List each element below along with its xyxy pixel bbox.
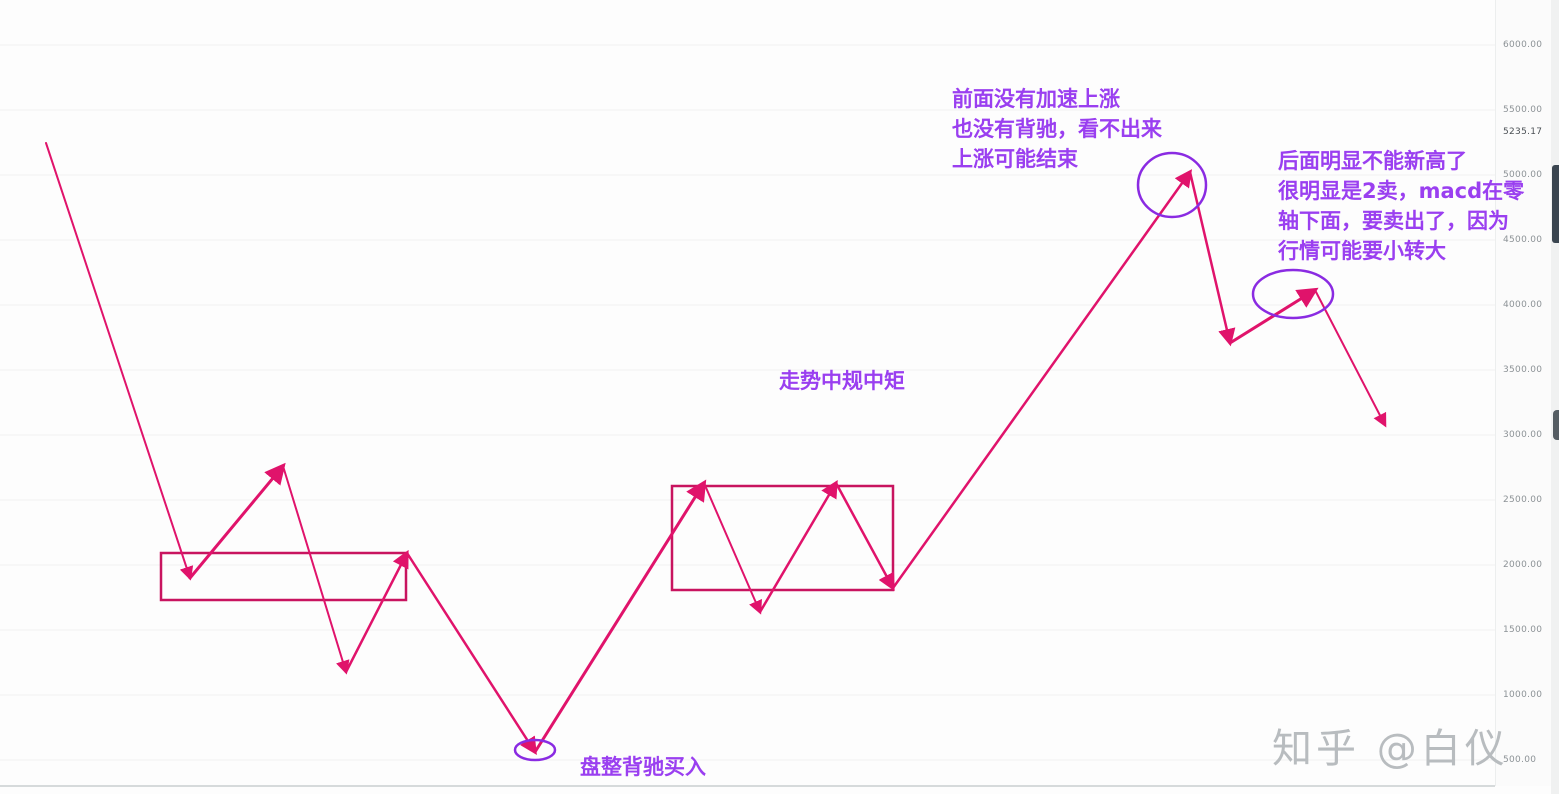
annotation-second-sell: 后面明显不能新高了 很明显是2卖，macd在零 轴下面，要卖出了，因为 行情可能… bbox=[1278, 146, 1524, 266]
side-handle[interactable] bbox=[1553, 410, 1559, 440]
scrollbar-thumb[interactable] bbox=[1552, 165, 1559, 243]
y-tick-label: 500.00 bbox=[1503, 755, 1537, 765]
peak-ellipse bbox=[1136, 151, 1208, 219]
annotation-middle: 走势中规中矩 bbox=[779, 369, 905, 393]
pivot-box-1 bbox=[159, 551, 408, 602]
y-tick-label: 4500.00 bbox=[1503, 235, 1543, 245]
chart-baseline bbox=[0, 785, 1495, 787]
trend-lines bbox=[45, 142, 1387, 755]
annotation-second-sell-line: 后面明显不能新高了 bbox=[1278, 149, 1467, 173]
pivot-box-2 bbox=[670, 484, 895, 592]
annotation-peak-line: 前面没有加速上涨 bbox=[952, 87, 1120, 111]
annotation-peak: 前面没有加速上涨 也没有背驰，看不出来 上涨可能结束 bbox=[952, 84, 1162, 174]
y-tick-label: 3500.00 bbox=[1503, 365, 1543, 375]
y-tick-label: 6000.00 bbox=[1503, 40, 1543, 50]
y-tick-label: 2500.00 bbox=[1503, 495, 1543, 505]
y-tick-label: 4000.00 bbox=[1503, 300, 1543, 310]
y-axis-panel bbox=[1495, 0, 1552, 786]
annotation-peak-line: 也没有背驰，看不出来 bbox=[952, 117, 1162, 141]
annotation-second-sell-line: 很明显是2卖，macd在零 bbox=[1278, 179, 1525, 203]
current-value-label: 5235.17 bbox=[1503, 127, 1543, 137]
gridlines bbox=[0, 44, 1495, 761]
right-edge-panel bbox=[1551, 0, 1559, 794]
annotation-buy-point: 盘整背驰买入 bbox=[580, 755, 706, 779]
annotation-second-sell-line: 轴下面，要卖出了，因为 bbox=[1278, 209, 1509, 233]
second-sell-ellipse bbox=[1251, 268, 1335, 320]
annotation-peak-line: 上涨可能结束 bbox=[952, 147, 1078, 171]
y-tick-label: 5000.00 bbox=[1503, 170, 1543, 180]
y-tick-label: 1000.00 bbox=[1503, 690, 1543, 700]
y-tick-label: 5500.00 bbox=[1503, 105, 1543, 115]
watermark: 知乎 @白仪 bbox=[1272, 726, 1509, 772]
y-tick-label: 1500.00 bbox=[1503, 625, 1543, 635]
buy-point-ellipse bbox=[513, 738, 557, 762]
y-tick-label: 2000.00 bbox=[1503, 560, 1543, 570]
annotation-second-sell-line: 行情可能要小转大 bbox=[1278, 239, 1446, 263]
y-tick-label: 3000.00 bbox=[1503, 430, 1543, 440]
